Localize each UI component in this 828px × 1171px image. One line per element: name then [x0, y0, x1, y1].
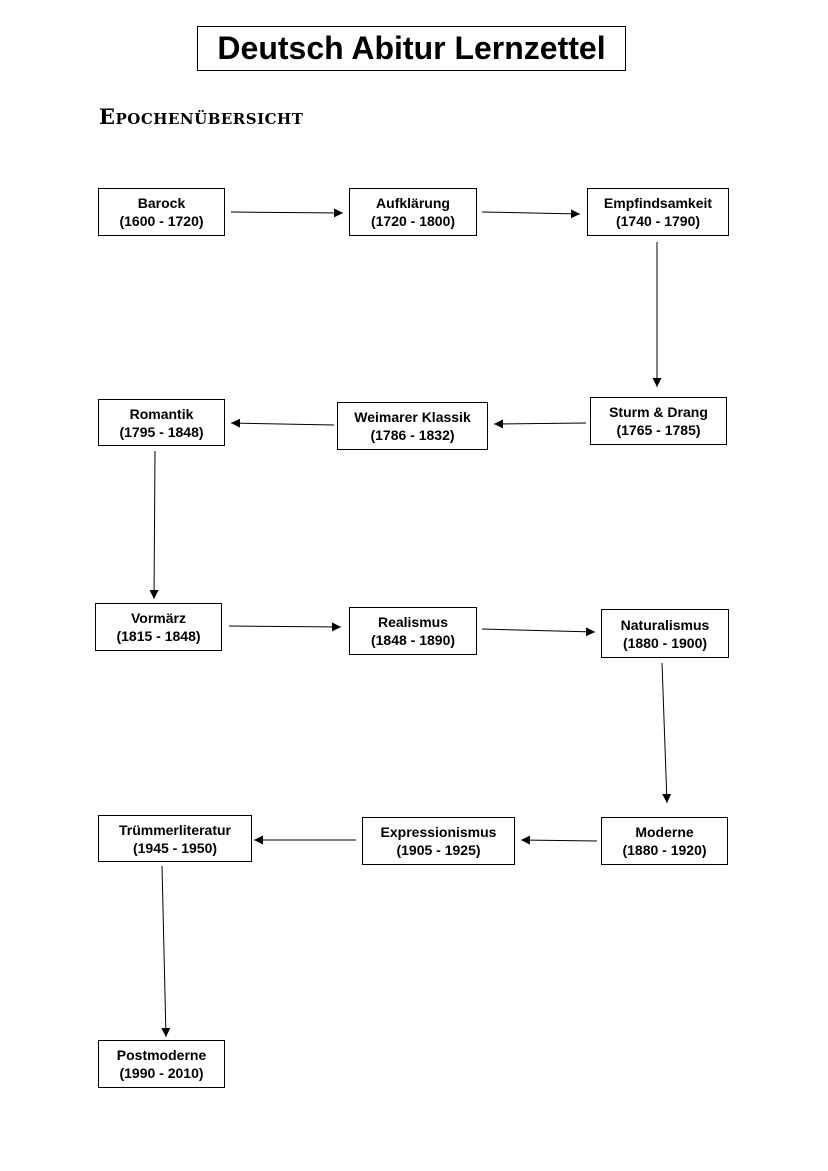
epoch-years: (1720 - 1800)	[370, 213, 456, 229]
epoch-name: Sturm & Drang	[609, 404, 708, 420]
epoch-box-barock: Barock (1600 - 1720)	[98, 188, 225, 236]
epoch-box-postmoderne: Postmoderne (1990 - 2010)	[98, 1040, 225, 1088]
epoch-name: Naturalismus	[620, 616, 710, 633]
epoch-box-naturalismus: Naturalismus (1880 - 1900)	[601, 609, 729, 658]
epoch-years: (1786 - 1832)	[370, 427, 455, 443]
epoch-name: Romantik	[129, 405, 194, 422]
epoch-name: Empfindsamkeit	[603, 195, 713, 211]
arrow-moderne-expressionismus	[520, 835, 598, 845]
arrow-barock-aufklaerung	[230, 208, 344, 218]
epoch-box-romantik: Romantik (1795 - 1848)	[98, 399, 225, 446]
page-title: Deutsch Abitur Lernzettel	[217, 30, 606, 66]
epoch-years: (1945 - 1950)	[132, 839, 218, 856]
epoch-years: (1905 - 1925)	[396, 842, 481, 858]
arrow-realismus-naturalismus	[481, 627, 596, 637]
epoch-box-vormaerz: Vormärz (1815 - 1848)	[95, 603, 222, 651]
epoch-name: Trümmerliteratur	[118, 821, 232, 838]
epoch-name: Barock	[137, 195, 186, 211]
epoch-years: (1765 - 1785)	[616, 422, 701, 438]
epoch-years: (1880 - 1900)	[622, 634, 708, 651]
epoch-years: (1815 - 1848)	[116, 628, 201, 644]
arrow-klassik-romantik	[230, 418, 335, 428]
arrow-romantik-vormaerz	[149, 450, 159, 600]
epoch-box-truemmerliteratur: Trümmerliteratur (1945 - 1950)	[98, 815, 252, 862]
epoch-box-sturm-und-drang: Sturm & Drang (1765 - 1785)	[590, 397, 727, 445]
epoch-name: Aufklärung	[376, 195, 450, 211]
epoch-box-empfindsamkeit: Empfindsamkeit (1740 - 1790)	[587, 188, 729, 236]
epoch-years: (1848 - 1890)	[370, 632, 456, 648]
arrow-truemmer-postmoderne	[161, 865, 171, 1038]
epoch-name: Vormärz	[131, 610, 186, 626]
epoch-box-realismus: Realismus (1848 - 1890)	[349, 607, 477, 655]
epoch-box-moderne: Moderne (1880 - 1920)	[601, 817, 728, 865]
epoch-name: Realismus	[377, 614, 449, 630]
epoch-years: (1795 - 1848)	[119, 423, 204, 440]
section-heading: Epochenübersicht	[99, 104, 304, 129]
arrow-vormaerz-realismus	[228, 622, 342, 632]
arrow-aufklaerung-empfindsamkeit	[481, 209, 581, 219]
arrow-sturm-klassik	[493, 419, 587, 429]
epoch-name: Expressionismus	[380, 824, 497, 840]
epoch-years: (1990 - 2010)	[119, 1065, 204, 1081]
epoch-box-expressionismus: Expressionismus (1905 - 1925)	[362, 817, 515, 865]
epoch-years: (1740 - 1790)	[615, 213, 701, 229]
epoch-box-weimarer-klassik: Weimarer Klassik (1786 - 1832)	[337, 402, 488, 450]
epoch-name: Postmoderne	[116, 1047, 207, 1063]
arrow-naturalismus-moderne	[661, 662, 672, 804]
epoch-years: (1600 - 1720)	[119, 213, 204, 229]
epoch-box-aufklaerung: Aufklärung (1720 - 1800)	[349, 188, 477, 236]
epoch-years: (1880 - 1920)	[622, 842, 707, 858]
title-box: Deutsch Abitur Lernzettel	[197, 26, 626, 71]
epoch-name: Moderne	[635, 824, 694, 840]
epoch-name: Weimarer Klassik	[354, 409, 471, 425]
